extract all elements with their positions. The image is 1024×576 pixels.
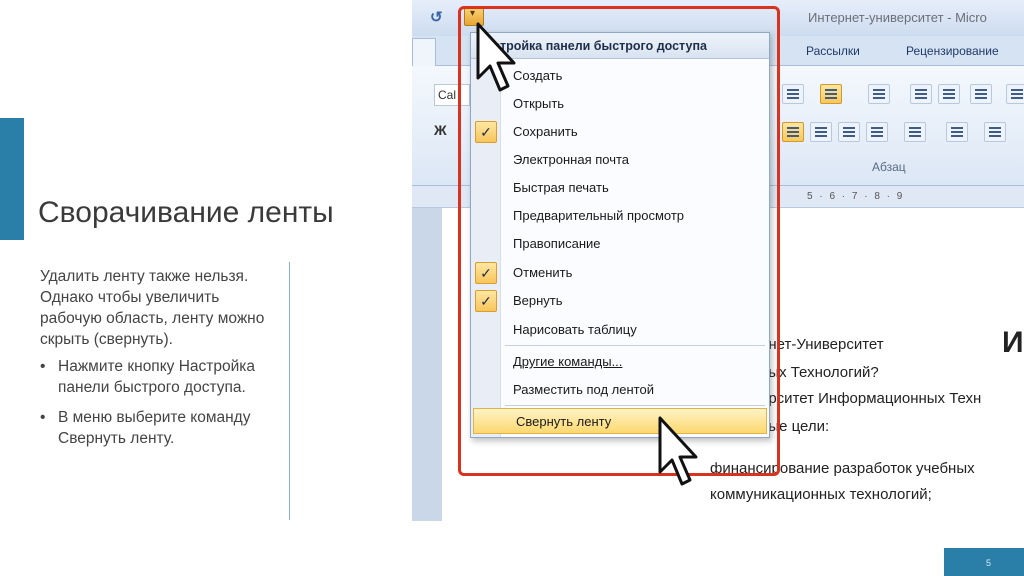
menu-item-label: Вернуть xyxy=(513,293,563,308)
menu-item-label: Открыть xyxy=(513,96,565,111)
undo-icon[interactable]: ↺ xyxy=(430,9,443,26)
menu-item-more-commands[interactable]: Другие команды... xyxy=(471,349,769,375)
mouse-pointer-icon xyxy=(476,22,516,92)
qat-customize-menu: стройка панели быстрого доступа Создать … xyxy=(470,32,770,438)
menu-header: стройка панели быстрого доступа xyxy=(471,33,769,59)
line-spacing-button[interactable] xyxy=(904,122,926,142)
menu-item-save[interactable]: ✓ Сохранить xyxy=(471,119,769,145)
bullet-text: Нажмите кнопку Настройка панели быстрого… xyxy=(58,358,256,396)
doc-line: коммуникационных технологий; xyxy=(710,486,932,503)
divider-line xyxy=(289,262,290,520)
sort-button[interactable] xyxy=(970,84,992,104)
menu-item-label: Нарисовать таблицу xyxy=(513,322,637,337)
ruler-numbers: 5 · 6 · 7 · 8 · 9 xyxy=(807,191,905,202)
menu-item-draw-table[interactable]: Нарисовать таблицу xyxy=(471,317,769,343)
bullet-item: • В меню выберите команду Свернуть ленту. xyxy=(40,407,280,449)
menu-item-label: Предварительный просмотр xyxy=(513,208,685,223)
logo-fragment: ИН xyxy=(1002,326,1024,359)
slide-body: Удалить ленту также нельзя. Однако чтобы… xyxy=(40,266,280,458)
align-left-button[interactable] xyxy=(782,122,804,142)
doc-line: рнет-Университет xyxy=(760,336,884,353)
doc-line: ерситет Информационных Техн xyxy=(760,390,982,407)
menu-item-quick-print[interactable]: Быстрая печать xyxy=(471,175,769,201)
page-number: 5 xyxy=(944,548,1024,576)
bullet-item: • Нажмите кнопку Настройка панели быстрог… xyxy=(40,356,280,398)
menu-item-undo[interactable]: ✓ Отменить xyxy=(471,260,769,286)
tab-mailings[interactable]: Рассылки xyxy=(806,44,860,58)
menu-header-text: стройка панели быстрого доступа xyxy=(493,39,707,53)
increase-indent-button[interactable] xyxy=(938,84,960,104)
bullet-dot: • xyxy=(40,409,46,426)
borders-button[interactable] xyxy=(984,122,1006,142)
menu-item-place-below-ribbon[interactable]: Разместить под лентой xyxy=(471,377,769,403)
mouse-pointer-icon xyxy=(658,416,698,486)
align-right-button[interactable] xyxy=(838,122,860,142)
doc-line: ных Технологий? xyxy=(760,364,879,381)
bullets-button[interactable] xyxy=(782,84,804,104)
shading-button[interactable] xyxy=(946,122,968,142)
menu-item-create[interactable]: Создать xyxy=(471,63,769,89)
menu-separator xyxy=(505,405,765,406)
window-title: Интернет-университет - Micro xyxy=(808,10,987,25)
menu-item-email[interactable]: Электронная почта xyxy=(471,147,769,173)
menu-separator xyxy=(505,345,765,346)
numbering-button[interactable] xyxy=(820,84,842,104)
bold-button[interactable]: Ж xyxy=(434,122,447,138)
bullet-list: • Нажмите кнопку Настройка панели быстрог… xyxy=(40,356,280,449)
checkmark-icon: ✓ xyxy=(475,262,497,284)
menu-item-label: Правописание xyxy=(513,236,601,251)
paragraph-group-label: Абзац xyxy=(872,160,906,174)
tab-review[interactable]: Рецензирование xyxy=(906,44,999,58)
slide-title: Сворачивание ленты xyxy=(38,196,334,229)
accent-bar xyxy=(0,118,24,240)
menu-item-open[interactable]: Открыть xyxy=(471,91,769,117)
menu-item-redo[interactable]: ✓ Вернуть xyxy=(471,288,769,314)
menu-item-print-preview[interactable]: Предварительный просмотр xyxy=(471,203,769,229)
menu-item-label: Другие команды... xyxy=(513,354,623,369)
menu-item-label: Быстрая печать xyxy=(513,180,609,195)
justify-button[interactable] xyxy=(866,122,888,142)
bullet-text: В меню выберите команду Свернуть ленту. xyxy=(58,409,251,447)
menu-item-spelling[interactable]: Правописание xyxy=(471,231,769,257)
checkmark-icon: ✓ xyxy=(475,121,497,143)
show-marks-button[interactable] xyxy=(1006,84,1024,104)
menu-item-label: Сохранить xyxy=(513,124,578,139)
highlight-frame xyxy=(458,6,780,476)
menu-item-label: Электронная почта xyxy=(513,152,630,167)
decrease-indent-button[interactable] xyxy=(910,84,932,104)
menu-item-label: Создать xyxy=(513,68,563,83)
intro-text: Удалить ленту также нельзя. Однако чтобы… xyxy=(40,268,265,348)
tab-home[interactable] xyxy=(412,38,436,66)
menu-item-minimize-ribbon[interactable]: Свернуть ленту xyxy=(473,408,767,434)
menu-item-label: Отменить xyxy=(513,265,573,280)
font-name-box[interactable]: Cal xyxy=(434,84,470,106)
multilevel-list-button[interactable] xyxy=(868,84,890,104)
menu-item-label: Свернуть ленту xyxy=(516,414,612,429)
bullet-dot: • xyxy=(40,358,46,375)
dropdown-arrow-icon: ▾ xyxy=(470,8,476,19)
menu-item-label: Разместить под лентой xyxy=(513,382,654,397)
align-center-button[interactable] xyxy=(810,122,832,142)
checkmark-icon: ✓ xyxy=(475,290,497,312)
